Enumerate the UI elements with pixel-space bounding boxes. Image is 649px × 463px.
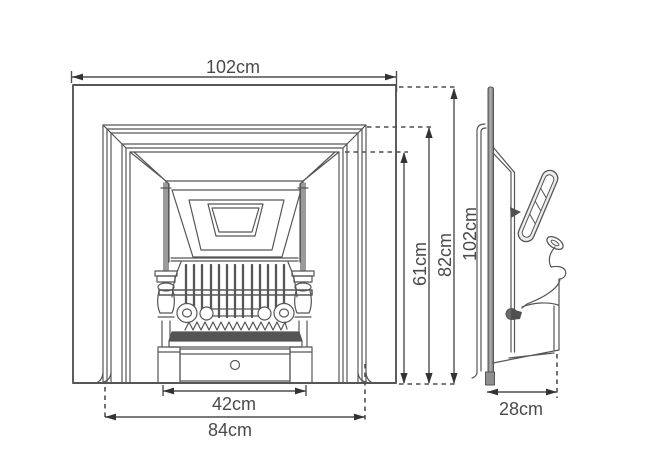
dim-overall-height: 102cm [450, 88, 480, 384]
arrow-down-icon [400, 373, 408, 384]
firebox-profile [492, 246, 567, 364]
arrow-up-icon [450, 88, 458, 99]
dim-surround-width: 84cm [104, 364, 366, 440]
extension-lines [345, 86, 458, 385]
dim-surround-width-label: 84cm [208, 420, 252, 440]
fender-bar [168, 331, 303, 342]
handle-hook [546, 235, 564, 251]
arrow-down-icon [450, 373, 458, 384]
dim-opening-height-label: 61cm [410, 242, 430, 286]
dim-overall-height-label: 102cm [460, 207, 480, 261]
arrow-left-icon [163, 387, 174, 395]
arrow-left-icon [487, 388, 498, 396]
basket-side-arcs [171, 261, 298, 298]
canopy-hood [171, 189, 302, 258]
arrow-left-icon [72, 73, 83, 81]
dim-surround-height: 82cm [425, 127, 455, 384]
dim-overall-width-label: 102cm [206, 57, 260, 77]
side-view-drawing [471, 86, 567, 386]
dim-ashpan-width-label: 42cm [212, 394, 256, 414]
arrow-right-icon [354, 413, 365, 421]
dim-depth-label: 28cm [499, 399, 543, 419]
surround-moldings [95, 124, 374, 384]
arrow-right-icon [295, 387, 306, 395]
ash-pan-front [179, 348, 291, 382]
back-plate-foot [485, 371, 495, 386]
dim-ashpan-width: 42cm [162, 385, 307, 414]
dim-overall-width: 102cm [70, 57, 398, 92]
damper-brace [492, 146, 515, 173]
ball-ornaments [176, 302, 295, 324]
front-rail [158, 289, 313, 296]
miter-joint [102, 124, 367, 149]
ash-pan-knob [229, 359, 241, 371]
dim-depth: 28cm [487, 354, 558, 419]
rod-clamp-lower [505, 308, 522, 320]
arrow-right-icon [385, 73, 396, 81]
fender-step [168, 340, 303, 348]
dim-opening-height: 61cm [400, 152, 430, 384]
arrow-right-icon [546, 388, 557, 396]
arrow-left-icon [105, 413, 116, 421]
damper-rod [510, 171, 516, 353]
dim-surround-height-label: 82cm [435, 233, 455, 277]
back-plate [487, 86, 494, 386]
front-view-drawing [72, 84, 397, 384]
basket-bars [184, 263, 286, 319]
ash-pan [157, 346, 313, 384]
front-frame-edge [471, 123, 487, 379]
damper-handle [517, 169, 559, 243]
arrow-up-icon [400, 152, 408, 163]
rod-clamp-upper [510, 207, 521, 218]
fire-basket [158, 257, 313, 348]
arrow-down-icon [425, 373, 433, 384]
opening-splay [129, 151, 340, 272]
outer-frame [72, 84, 397, 384]
surround-foot-curves [95, 372, 374, 384]
dimension-annotations: 102cm 42cm 84cm [70, 57, 558, 440]
arrow-up-icon [425, 127, 433, 138]
serrated-fret [184, 321, 288, 331]
